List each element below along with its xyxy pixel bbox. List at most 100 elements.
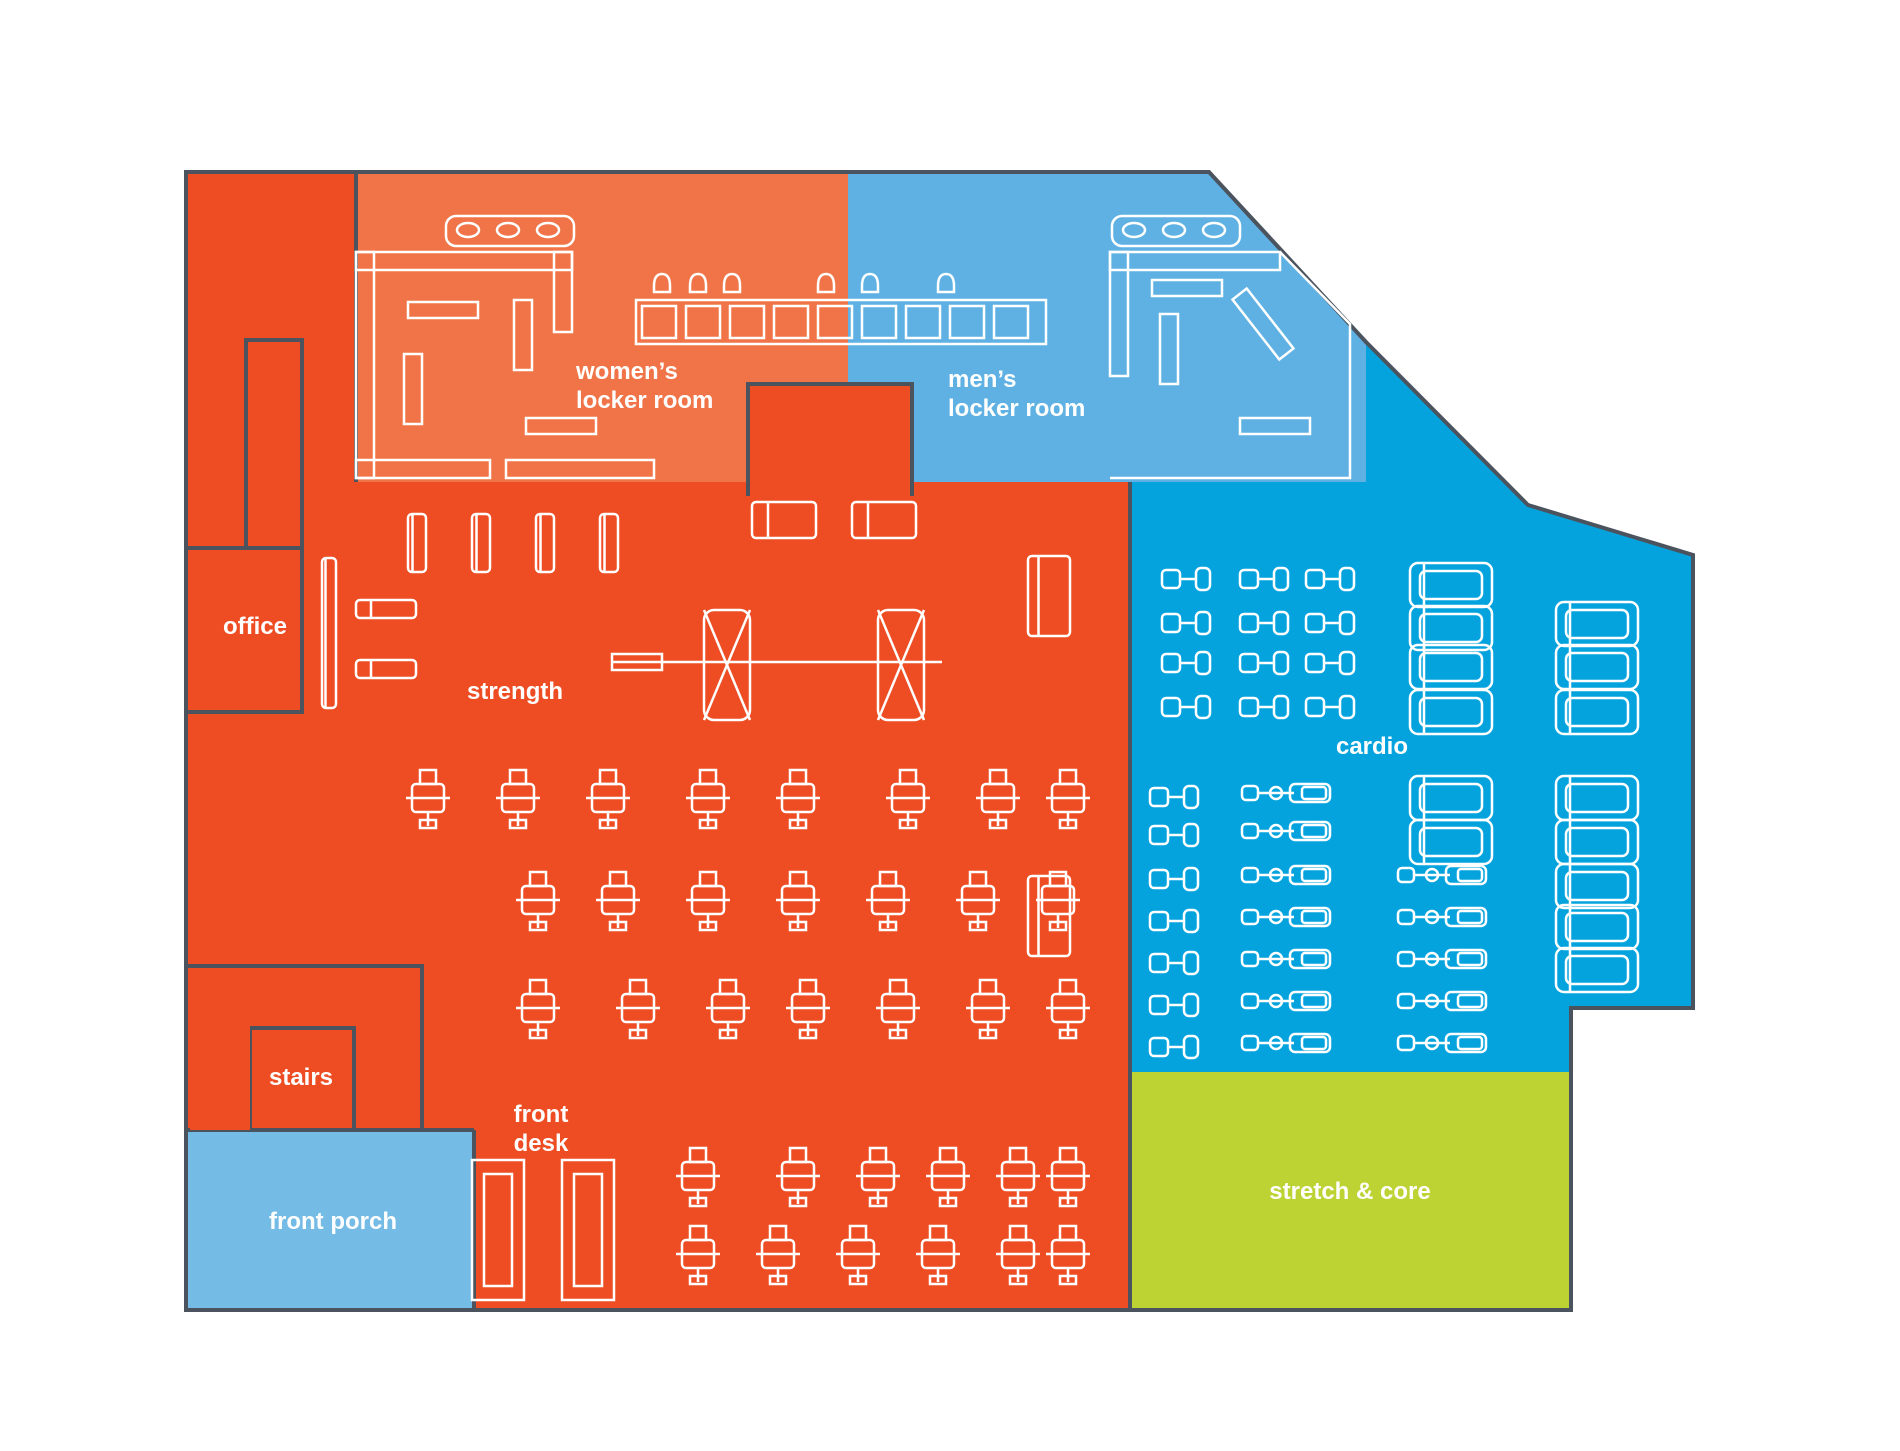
strength-machine-icon	[596, 870, 640, 932]
treadmill-icon	[1554, 946, 1640, 994]
bench-icon	[850, 500, 918, 540]
strength-machine-icon	[686, 768, 730, 830]
strength-machine-icon	[996, 1224, 1040, 1286]
elliptical-icon	[1148, 784, 1200, 810]
mens-locker-room-area[interactable]	[848, 172, 1366, 482]
strength-machine-icon	[1036, 870, 1080, 932]
strength-machine-icon	[786, 978, 830, 1040]
elliptical-icon	[1304, 566, 1356, 592]
elliptical-icon	[1238, 694, 1290, 720]
exercise-bike-icon	[1396, 948, 1488, 970]
bench-icon	[750, 500, 818, 540]
exercise-bike-icon	[1240, 990, 1332, 1012]
elliptical-icon	[1304, 610, 1356, 636]
elliptical-icon	[1148, 866, 1200, 892]
strength-machine-icon	[496, 768, 540, 830]
strength-machine-icon	[776, 1146, 820, 1208]
strength-machine-icon	[676, 1146, 720, 1208]
toilet-icon	[860, 272, 880, 294]
bench-icon	[320, 556, 338, 710]
treadmill-icon	[1554, 862, 1640, 910]
exercise-bike-icon	[1240, 864, 1332, 886]
treadmill-icon	[1408, 688, 1494, 736]
strength-machine-icon	[406, 768, 450, 830]
strength-machine-icon	[926, 1146, 970, 1208]
stretch-core-area[interactable]	[1130, 1072, 1571, 1310]
exercise-bike-icon	[1240, 1032, 1332, 1054]
treadmill-icon	[1554, 688, 1640, 736]
bench-icon	[598, 512, 620, 574]
toilet-icon	[722, 272, 742, 294]
elliptical-icon	[1148, 908, 1200, 934]
cardio-area[interactable]	[1130, 342, 1693, 1072]
exercise-bike-icon	[1396, 1032, 1488, 1054]
bench-icon	[406, 512, 428, 574]
elliptical-icon	[1148, 950, 1200, 976]
elliptical-icon	[1148, 1034, 1200, 1060]
strength-machine-icon	[516, 978, 560, 1040]
bench-icon	[470, 512, 492, 574]
strength-machine-icon	[956, 870, 1000, 932]
strength-machine-icon	[516, 870, 560, 932]
strength-machine-icon	[876, 978, 920, 1040]
strength-machine-icon	[470, 1158, 616, 1302]
strength-machine-icon	[616, 978, 660, 1040]
elliptical-icon	[1238, 566, 1290, 592]
strength-machine-icon	[1046, 768, 1090, 830]
stairs-wall	[186, 964, 424, 1130]
bench-icon	[354, 598, 418, 620]
strength-machine-icon	[856, 1146, 900, 1208]
strength-machine-icon	[586, 768, 630, 830]
strength-machine-icon	[976, 768, 1020, 830]
strength-machine-icon	[996, 1146, 1040, 1208]
toilet-icon	[688, 272, 708, 294]
strength-machine-icon	[776, 870, 820, 932]
bench-icon	[534, 512, 556, 574]
strength-machine-icon	[1046, 1224, 1090, 1286]
exercise-bike-icon	[1240, 948, 1332, 970]
locker-icon	[354, 250, 656, 480]
strength-machine-icon	[610, 608, 942, 722]
strength-machine-icon	[866, 870, 910, 932]
strength-machine-icon	[686, 870, 730, 932]
elliptical-icon	[1238, 610, 1290, 636]
staircase[interactable]	[190, 970, 356, 1132]
strength-machine-icon	[776, 768, 820, 830]
elliptical-icon	[1160, 566, 1212, 592]
treadmill-icon	[1408, 604, 1494, 652]
exercise-bike-icon	[1240, 906, 1332, 928]
outer-wall	[184, 170, 1695, 1312]
front-porch-area[interactable]	[186, 1130, 474, 1310]
strength-machine-icon	[836, 1224, 880, 1286]
strength-machine-icon	[916, 1224, 960, 1286]
elliptical-icon	[1148, 822, 1200, 848]
elliptical-icon	[1148, 992, 1200, 1018]
center-storage-block	[748, 384, 912, 496]
elliptical-icon	[1304, 694, 1356, 720]
bench-icon	[354, 658, 418, 680]
equipment-layer	[320, 214, 1640, 1302]
strength-machine-icon	[966, 978, 1010, 1040]
strength-machine-icon	[676, 1224, 720, 1286]
treadmill-icon	[1408, 818, 1494, 866]
womens-locker-room-area[interactable]	[356, 172, 848, 482]
exercise-bike-icon	[1240, 820, 1332, 842]
strength-machine-icon	[1046, 1146, 1090, 1208]
exercise-bike-icon	[1240, 782, 1332, 804]
toilet-icon	[652, 272, 672, 294]
locker-icon	[634, 298, 1048, 346]
strength-machine-icon	[706, 978, 750, 1040]
strength-machine-icon	[886, 768, 930, 830]
corridor-wall	[244, 338, 304, 548]
sink-icon	[444, 214, 576, 248]
elliptical-icon	[1238, 650, 1290, 676]
sink-icon	[1110, 214, 1242, 248]
elliptical-icon	[1160, 650, 1212, 676]
elliptical-icon	[1304, 650, 1356, 676]
exercise-bike-icon	[1396, 906, 1488, 928]
elliptical-icon	[1160, 610, 1212, 636]
toilet-icon	[816, 272, 836, 294]
strength-machine-icon	[756, 1224, 800, 1286]
toilet-icon	[936, 272, 956, 294]
